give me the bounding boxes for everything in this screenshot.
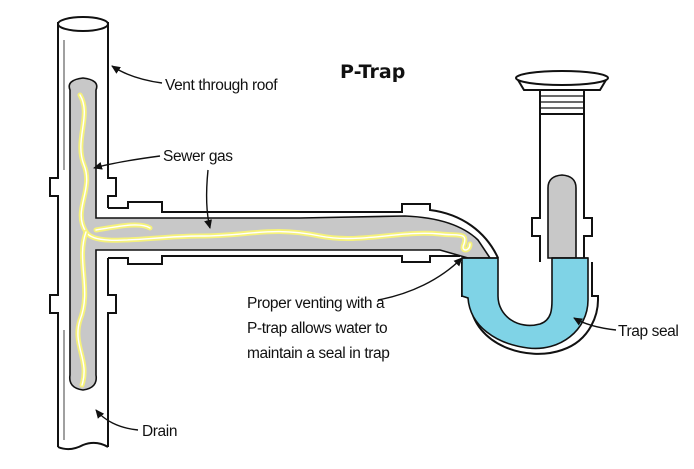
diagram-title: P-Trap (340, 61, 405, 83)
label-leaders (93, 65, 617, 431)
vent-label: Vent through roof (165, 77, 278, 94)
sewer-gas-stream (75, 92, 473, 388)
sewer-gas-label: Sewer gas (163, 148, 233, 165)
venting-note-line1: Proper venting with a (247, 295, 385, 312)
trap-seal-label: Trap seal (618, 323, 678, 340)
drain-label: Drain (142, 423, 177, 440)
venting-note-line3: maintain a seal in trap (247, 345, 389, 362)
trap-water (461, 257, 589, 350)
venting-note-line2: P-trap allows water to (247, 320, 387, 337)
vertical-stack-pipe (49, 16, 117, 451)
horizontal-branch-pipe (108, 201, 499, 265)
p-trap-pipe (461, 70, 609, 355)
